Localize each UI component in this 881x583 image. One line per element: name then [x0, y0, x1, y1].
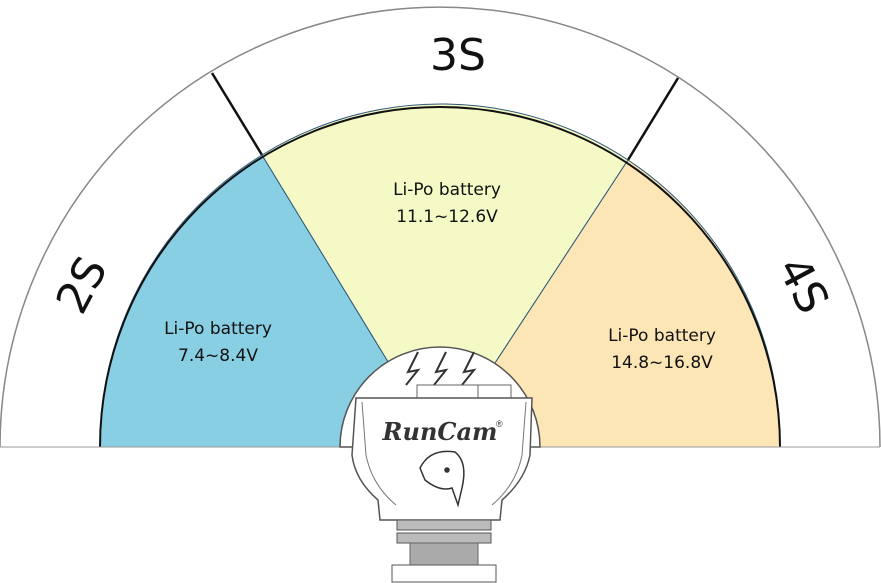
lightning-icon [405, 351, 477, 386]
label-3s: 3S [430, 30, 486, 81]
segment-3s-range: 11.1~12.6V [396, 207, 498, 227]
segment-3s-title: Li-Po battery [393, 180, 501, 200]
registered-mark: ® [496, 419, 503, 429]
camera-illustration: RunCam ® [339, 346, 541, 583]
ring-divider-right [626, 77, 680, 161]
segment-4s-title: Li-Po battery [608, 326, 716, 346]
eagle-head-icon [419, 450, 465, 508]
runcam-logo: RunCam [382, 417, 498, 446]
segment-2s-title: Li-Po battery [164, 319, 272, 339]
segment-2s-range: 7.4~8.4V [178, 346, 258, 366]
ring-divider-left [210, 72, 264, 156]
segment-3s [261, 103, 629, 448]
inner-arc [99, 106, 781, 448]
segment-4s-range: 14.8~16.8V [611, 353, 713, 373]
